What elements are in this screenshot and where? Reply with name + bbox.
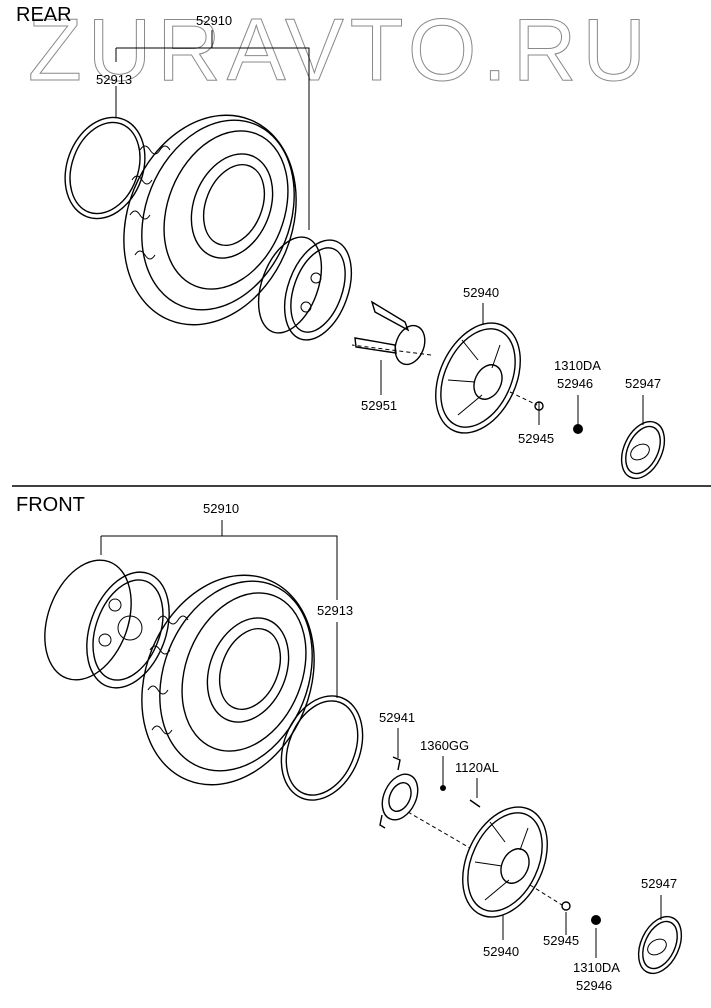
rear-washer: [534, 401, 544, 411]
front-label-52947[interactable]: 52947: [641, 876, 678, 891]
rear-label-52940[interactable]: 52940: [463, 285, 500, 300]
front-section-title: FRONT: [16, 494, 85, 516]
rear-wheel-cover: [435, 322, 521, 434]
rear-leaders: [115, 30, 644, 425]
front-bolt: [469, 799, 481, 808]
front-screw: [440, 785, 446, 791]
rear-label-52951[interactable]: 52951: [361, 398, 398, 413]
front-label-1360gg[interactable]: 1360GG: [420, 738, 470, 753]
rear-label-52947[interactable]: 52947: [625, 376, 662, 391]
front-tire: [141, 574, 315, 786]
front-label-52913[interactable]: 52913: [317, 603, 354, 618]
rear-rim: [257, 236, 353, 341]
front-label-1120al[interactable]: 1120AL: [455, 760, 499, 775]
rear-nut: [573, 424, 583, 434]
front-flap-ring: [280, 695, 364, 801]
rear-label-52945[interactable]: 52945: [518, 431, 555, 446]
front-nut: [591, 915, 601, 925]
rear-label-52946[interactable]: 52946: [557, 376, 594, 391]
front-bracket: [379, 756, 419, 829]
front-label-52945[interactable]: 52945: [543, 933, 580, 948]
rear-label-52910[interactable]: 52910: [196, 13, 233, 28]
rear-bracket: [354, 300, 426, 366]
rear-section-title: REAR: [16, 4, 72, 26]
rear-label-52913[interactable]: 52913: [96, 72, 133, 87]
front-label-52910[interactable]: 52910: [203, 501, 240, 516]
front-rim: [44, 559, 170, 689]
front-center-cap: [637, 915, 683, 975]
front-washer: [561, 901, 571, 911]
front-label-1310da[interactable]: 1310DA: [573, 960, 620, 975]
rear-flap-ring: [64, 116, 146, 220]
rear-tire: [123, 114, 297, 326]
rear-label-1310da[interactable]: 1310DA: [554, 358, 601, 373]
front-label-52941[interactable]: 52941: [379, 710, 416, 725]
rear-center-cap: [620, 420, 666, 480]
front-label-52946[interactable]: 52946: [576, 978, 613, 993]
front-label-52940[interactable]: 52940: [483, 944, 520, 959]
front-wheel-cover: [462, 806, 548, 918]
front-leaders: [100, 520, 662, 958]
